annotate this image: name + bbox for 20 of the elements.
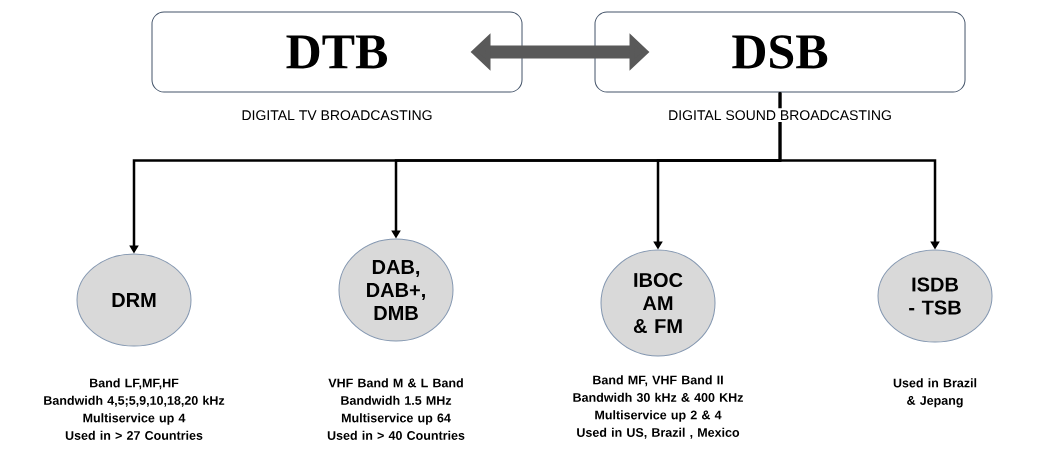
node-label: Used in US, Brazil , Mexico — [577, 427, 740, 439]
node-label: Multiservice up 4 — [83, 413, 186, 425]
node-label: Used in > 40 Countries — [327, 430, 465, 440]
node-label: Bandwidh 1.5 MHz — [341, 395, 452, 405]
description-text: Band LF,MF,HF Bandwidh 4,5;5,9,10,18,20 kHz Multiservice up 4 Used in > 27 Countries — [44, 378, 225, 440]
subtitle: DIGITAL SOUND BROADCASTING — [666, 108, 894, 123]
node-label: Band MF, VHF Band II — [593, 375, 723, 387]
title-box: DTB — [151, 11, 523, 93]
title-box: DSB — [594, 11, 966, 93]
node-label: Bandwidh 30 kHz & 400 KHz — [573, 392, 743, 402]
description-text: Band MF, VHF Band II Bandwidh 30 kHz & 400 KHz Multiservice up 2 & 4 Used in US, Brazil , Mexico — [573, 375, 743, 439]
subtitle: DIGITAL TV BROADCASTING — [239, 108, 435, 123]
description-text: Used in Brazil & Jepang — [893, 378, 977, 408]
node-label: VHF Band M & L Band — [328, 378, 463, 388]
node-label: Band LF,MF,HF — [90, 378, 179, 390]
description-text: VHF Band M & L Band Bandwidh 1.5 MHz Multiservice up 64 Used in > 40 Countries — [327, 378, 465, 440]
node-label: Multiservice up 64 — [341, 413, 451, 425]
node-label: Bandwidh 4,5;5,9,10,18,20 kHz — [44, 395, 225, 407]
node-label: Multiservice up 2 & 4 — [595, 410, 722, 422]
node-label: Used in > 27 Countries — [65, 430, 203, 440]
